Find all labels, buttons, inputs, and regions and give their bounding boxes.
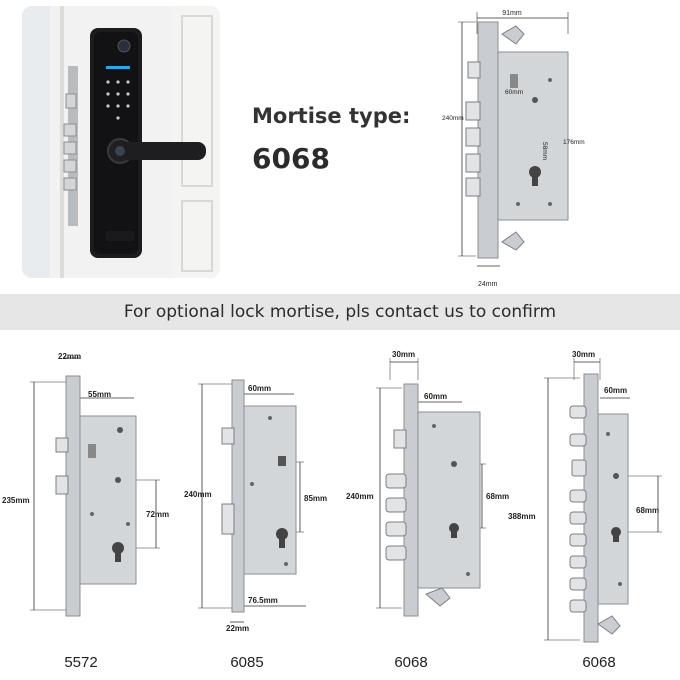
- mortise-5572-backset: 55mm: [88, 390, 112, 399]
- product-photo: [22, 6, 220, 278]
- dim-width: 91mm: [502, 10, 522, 17]
- dim-faceplate: 24mm: [478, 281, 498, 288]
- top-mortise-diagram: 91mm 60mm 240mm 176mm 58mm 24mm: [440, 4, 676, 290]
- mortise-6085-diagram: 60mm 240mm 85mm 76.5mm 22mm: [182, 344, 342, 644]
- mortise-6068b-center: 68mm: [636, 506, 660, 515]
- mortise-6068-long-diagram: 30mm 60mm 388mm 68mm: [508, 344, 680, 650]
- dim-inner-width: 60mm: [505, 89, 523, 96]
- mortise-6085-faceplate: 22mm: [226, 624, 250, 633]
- mortise-6068b-backset: 60mm: [604, 386, 628, 395]
- mortise-6085-drawing: [198, 379, 306, 623]
- mortise-6068a-height: 240mm: [346, 492, 374, 501]
- mortise-6085-body: 76.5mm: [248, 596, 278, 605]
- mortise-5572-drawing: [30, 357, 160, 617]
- mortise-6085-label: 6085: [230, 654, 264, 671]
- mortise-6085-height: 240mm: [184, 490, 212, 499]
- mortise-5572-diagram: 22mm 55mm 235mm 72mm: [0, 344, 170, 644]
- mortise-6085-backset: 60mm: [248, 384, 272, 393]
- mortise-6068b-label: 6068: [582, 654, 616, 671]
- mortise-model-number: 6068: [252, 142, 330, 175]
- mortise-6068-diagram: 30mm 60mm 240mm 68mm: [342, 344, 510, 644]
- mortise-6068a-faceplate: 30mm: [392, 350, 416, 359]
- dim-height: 240mm: [442, 115, 464, 122]
- mortise-5572-height: 235mm: [2, 496, 30, 505]
- mortise-5572-top: 22mm: [58, 352, 82, 361]
- mortise-6085-center: 85mm: [304, 494, 328, 503]
- mortise-6068a-backset: 60mm: [424, 392, 448, 401]
- banner-text: For optional lock mortise, pls contact u…: [123, 302, 557, 322]
- mortise-6068a-drawing: [376, 358, 486, 617]
- mortise-6068b-faceplate: 30mm: [572, 350, 596, 359]
- mortise-6068-drawing: 91mm 60mm 240mm 176mm 58mm 24mm: [442, 10, 585, 288]
- mortise-5572-label: 5572: [64, 654, 98, 671]
- info-banner: For optional lock mortise, pls contact u…: [0, 294, 680, 330]
- mortise-6068a-center: 68mm: [486, 492, 510, 501]
- mortise-6068a-label: 6068: [394, 654, 428, 671]
- smart-lock-image: [22, 6, 220, 278]
- dim-hole-distance: 176mm: [563, 139, 585, 146]
- mortise-6068b-height: 388mm: [508, 512, 536, 521]
- mortise-5572-center: 72mm: [146, 510, 170, 519]
- dim-center-distance: 58mm: [541, 142, 548, 160]
- mortise-6068b-drawing: [544, 358, 662, 643]
- mortise-type-title: Mortise type:: [252, 104, 411, 128]
